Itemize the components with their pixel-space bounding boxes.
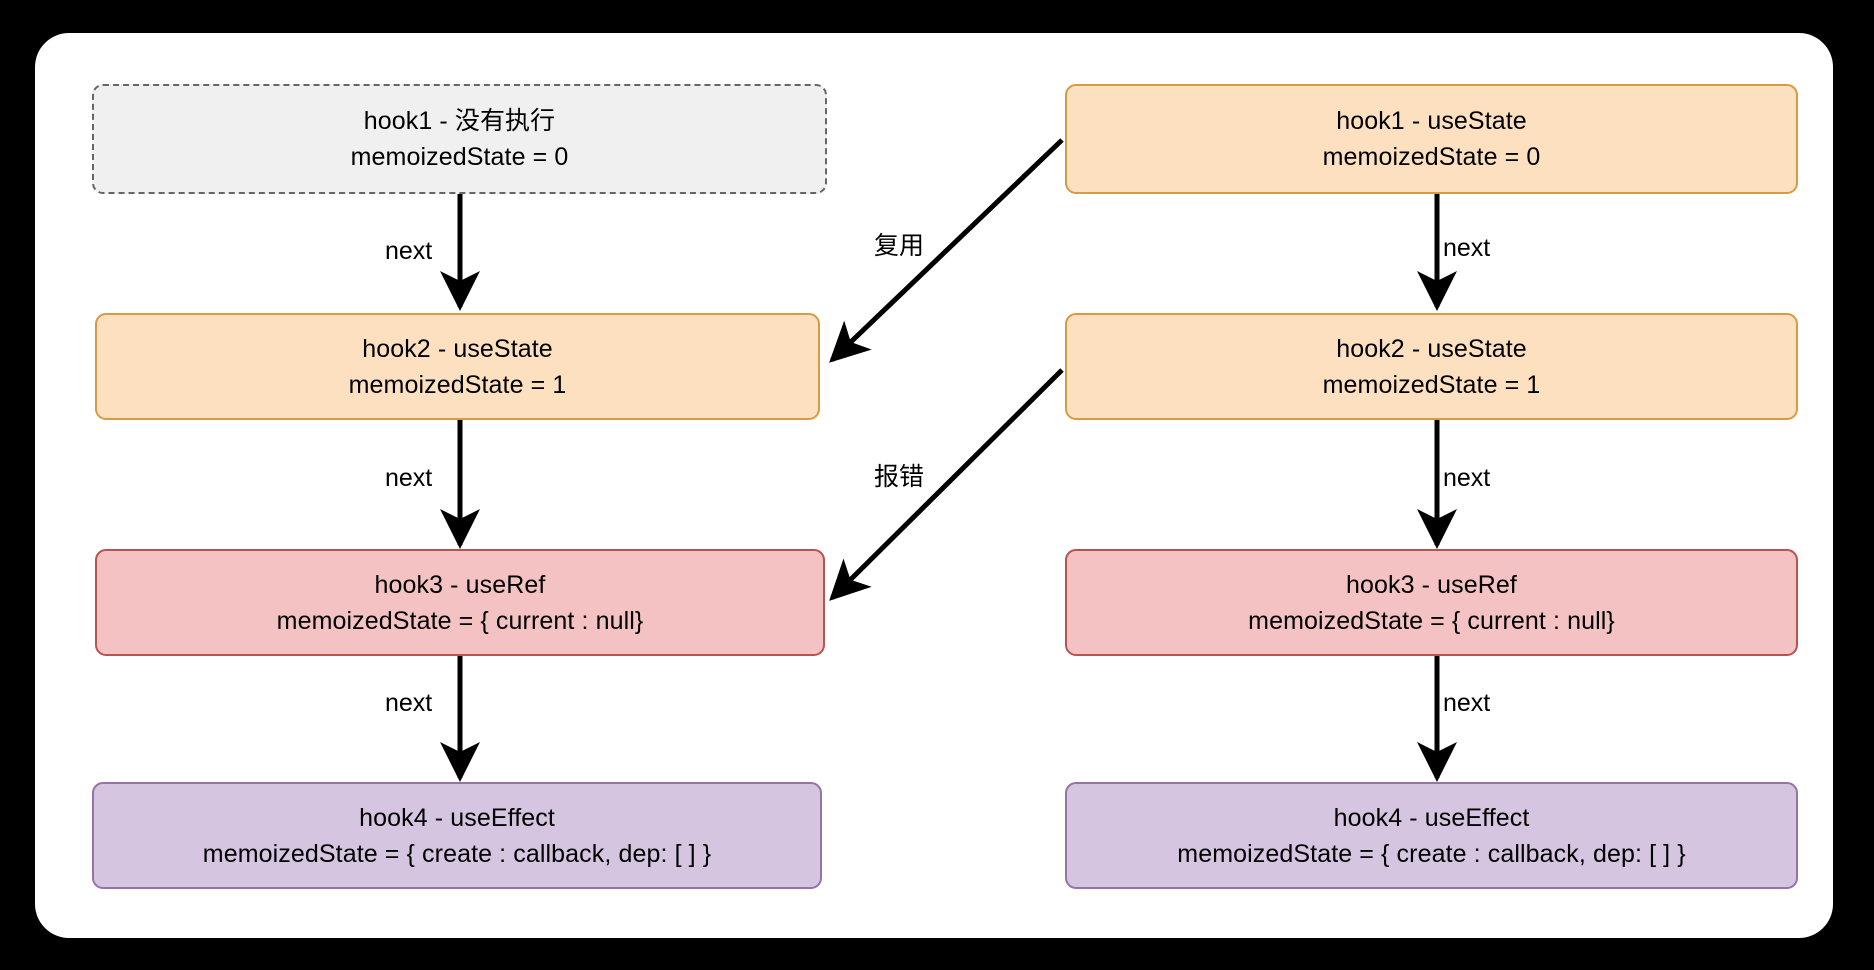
- node-left-hook2-line2: memoizedState = 1: [348, 370, 567, 399]
- node-right-hook3-line2: memoizedState = { current : null}: [1248, 606, 1615, 635]
- node-right-hook2-line1: hook2 - useState: [1336, 334, 1527, 363]
- node-right-hook4-line2: memoizedState = { create : callback, dep…: [1177, 839, 1686, 868]
- node-left-hook1[interactable]: hook1 - 没有执行 memoizedState = 0: [92, 84, 827, 194]
- edge-label-left-next-3: next: [385, 689, 433, 717]
- node-left-hook4[interactable]: hook4 - useEffect memoizedState = { crea…: [92, 782, 822, 889]
- node-right-hook3-line1: hook3 - useRef: [1346, 570, 1517, 599]
- edge-label-left-next-2: next: [385, 464, 433, 492]
- edge-label-reuse: 复用: [874, 232, 925, 260]
- node-left-hook3-line1: hook3 - useRef: [374, 570, 546, 599]
- node-left-hook1-line1: hook1 - 没有执行: [363, 107, 556, 135]
- edge-label-right-next-1: next: [1443, 234, 1491, 262]
- node-right-hook2-line2: memoizedState = 1: [1322, 370, 1541, 399]
- node-right-hook4-line1: hook4 - useEffect: [1333, 803, 1530, 832]
- node-left-hook3[interactable]: hook3 - useRef memoizedState = { current…: [95, 549, 825, 656]
- arrow-cross-reuse: [829, 138, 1064, 363]
- node-right-hook1-line1: hook1 - useState: [1336, 107, 1527, 135]
- node-left-hook2-line1: hook2 - useState: [362, 334, 553, 363]
- node-left-hook4-line2: memoizedState = { create : callback, dep…: [202, 839, 712, 868]
- edge-label-right-next-3: next: [1443, 689, 1491, 717]
- node-left-hook2[interactable]: hook2 - useState memoizedState = 1: [95, 313, 820, 420]
- node-right-hook1[interactable]: hook1 - useState memoizedState = 0: [1065, 84, 1798, 194]
- node-left-hook4-line1: hook4 - useEffect: [359, 803, 555, 832]
- node-left-hook1-line2: memoizedState = 0: [350, 143, 569, 171]
- edge-label-right-next-2: next: [1443, 464, 1491, 492]
- node-right-hook4[interactable]: hook4 - useEffect memoizedState = { crea…: [1065, 782, 1798, 889]
- edge-label-error: 报错: [874, 463, 925, 491]
- node-right-hook3[interactable]: hook3 - useRef memoizedState = { current…: [1065, 549, 1798, 656]
- node-right-hook1-line2: memoizedState = 0: [1322, 143, 1541, 171]
- arrow-cross-error: [829, 368, 1064, 601]
- edge-label-left-next-1: next: [385, 237, 433, 265]
- node-left-hook3-line2: memoizedState = { current : null}: [276, 606, 644, 635]
- node-right-hook2[interactable]: hook2 - useState memoizedState = 1: [1065, 313, 1798, 420]
